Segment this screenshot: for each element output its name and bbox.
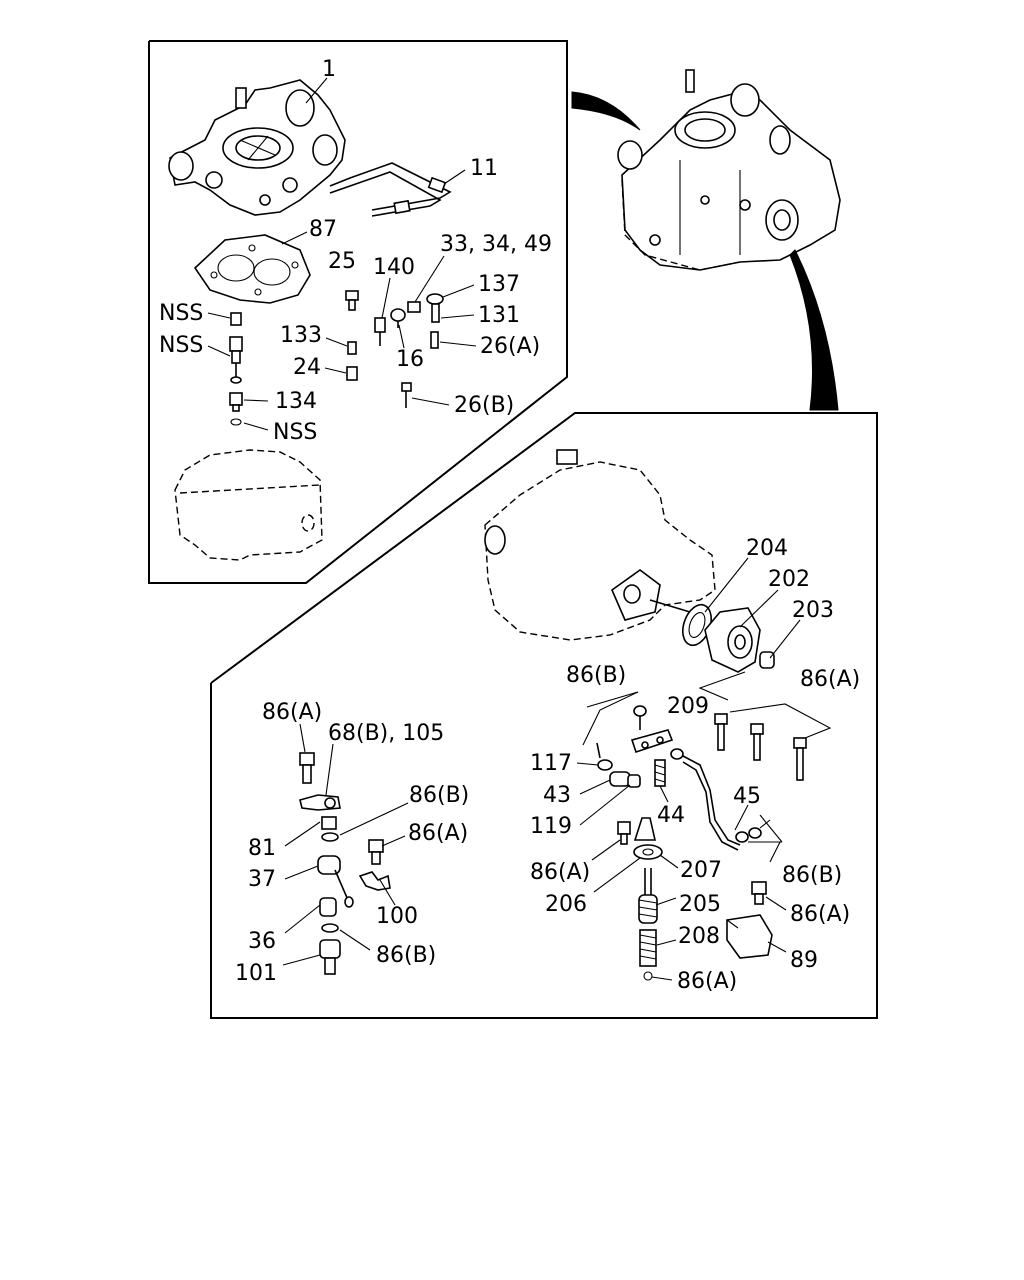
callout-68b-105: 68(B), 105 — [328, 721, 444, 746]
callout-86b-right-top: 86(B) — [566, 663, 626, 688]
leader-lines-upper-left — [207, 77, 477, 431]
callout-119: 119 — [530, 814, 572, 839]
callout-nss-2: NSS — [159, 333, 203, 358]
callout-87: 87 — [309, 217, 337, 242]
part-16 — [390, 308, 406, 328]
carburetor-body-dashed-lower — [484, 449, 716, 641]
screw-137 — [426, 293, 444, 323]
callout-204: 204 — [746, 536, 788, 561]
callout-207: 207 — [680, 858, 722, 883]
cap-203 — [759, 651, 775, 669]
callout-86a-right-low: 86(A) — [790, 902, 850, 927]
callout-140: 140 — [373, 255, 415, 280]
panel-frame-lower — [210, 412, 878, 1019]
callout-133: 133 — [280, 323, 322, 348]
callout-208: 208 — [678, 924, 720, 949]
carburetor-body-1 — [168, 79, 346, 216]
callout-25: 25 — [328, 249, 356, 274]
callout-44: 44 — [657, 803, 685, 828]
panel-frame-upper-left — [148, 40, 568, 584]
left-linkage-stack — [299, 752, 391, 975]
callout-86b-left-top: 86(B) — [409, 783, 469, 808]
linkage-exploded-panel: 204 202 203 209 86(B) 86(A) 117 43 119 4… — [210, 412, 878, 1019]
callout-16: 16 — [396, 347, 424, 372]
hose-11 — [329, 162, 452, 217]
callout-86a-right-top: 86(A) — [800, 667, 860, 692]
callout-86b-left-low: 86(B) — [376, 943, 436, 968]
screw-25 — [345, 290, 359, 311]
callout-nss-1: NSS — [159, 301, 203, 326]
callout-131: 131 — [478, 303, 520, 328]
callout-100: 100 — [376, 904, 418, 929]
callout-24: 24 — [293, 355, 321, 380]
callout-11: 11 — [470, 156, 498, 181]
arrow-to-detail — [789, 249, 839, 411]
callout-26b: 26(B) — [454, 393, 514, 418]
callout-134: 134 — [275, 389, 317, 414]
callout-206: 206 — [545, 892, 587, 917]
nss-parts-stack — [229, 312, 243, 426]
callout-26a: 26(A) — [480, 334, 540, 359]
callout-89: 89 — [790, 948, 818, 973]
right-linkage-parts — [582, 691, 832, 981]
callout-86a-right-mid: 86(A) — [530, 860, 590, 885]
part-133 — [347, 341, 357, 355]
leader-lines-lower — [282, 557, 801, 981]
callout-nss-3: NSS — [273, 420, 317, 445]
callout-101: 101 — [235, 961, 277, 986]
jet-140 — [374, 317, 386, 346]
callout-205: 205 — [679, 892, 721, 917]
callout-33-34-49: 33, 34, 49 — [440, 232, 552, 257]
callout-203: 203 — [792, 598, 834, 623]
part-33-34-49 — [407, 301, 421, 313]
callout-1: 1 — [322, 57, 336, 82]
arrow-to-assembled — [571, 91, 641, 131]
callout-36: 36 — [248, 929, 276, 954]
callout-86a-left-top: 86(A) — [262, 700, 322, 725]
carburetor-assembled-view — [571, 69, 841, 411]
pin-26b — [401, 382, 412, 408]
jet-131-26a — [430, 331, 439, 349]
callout-37: 37 — [248, 867, 276, 892]
callout-117: 117 — [530, 751, 572, 776]
callout-81: 81 — [248, 836, 276, 861]
callout-43: 43 — [543, 783, 571, 808]
diaphragm-202 — [704, 607, 761, 673]
carburetor-exploded-panel: 1 11 87 33, 34, 49 25 140 137 131 26(A) … — [148, 40, 568, 584]
gasket-87 — [193, 234, 311, 304]
part-24 — [346, 366, 358, 381]
callout-86b-right-mid: 86(B) — [782, 863, 842, 888]
callout-202: 202 — [768, 567, 810, 592]
carburetor-base-dashed — [174, 449, 323, 561]
callout-137: 137 — [478, 272, 520, 297]
callout-209: 209 — [667, 694, 709, 719]
callout-45: 45 — [733, 784, 761, 809]
callout-86a-left-mid: 86(A) — [408, 821, 468, 846]
callout-86a-right-bottom: 86(A) — [677, 969, 737, 994]
